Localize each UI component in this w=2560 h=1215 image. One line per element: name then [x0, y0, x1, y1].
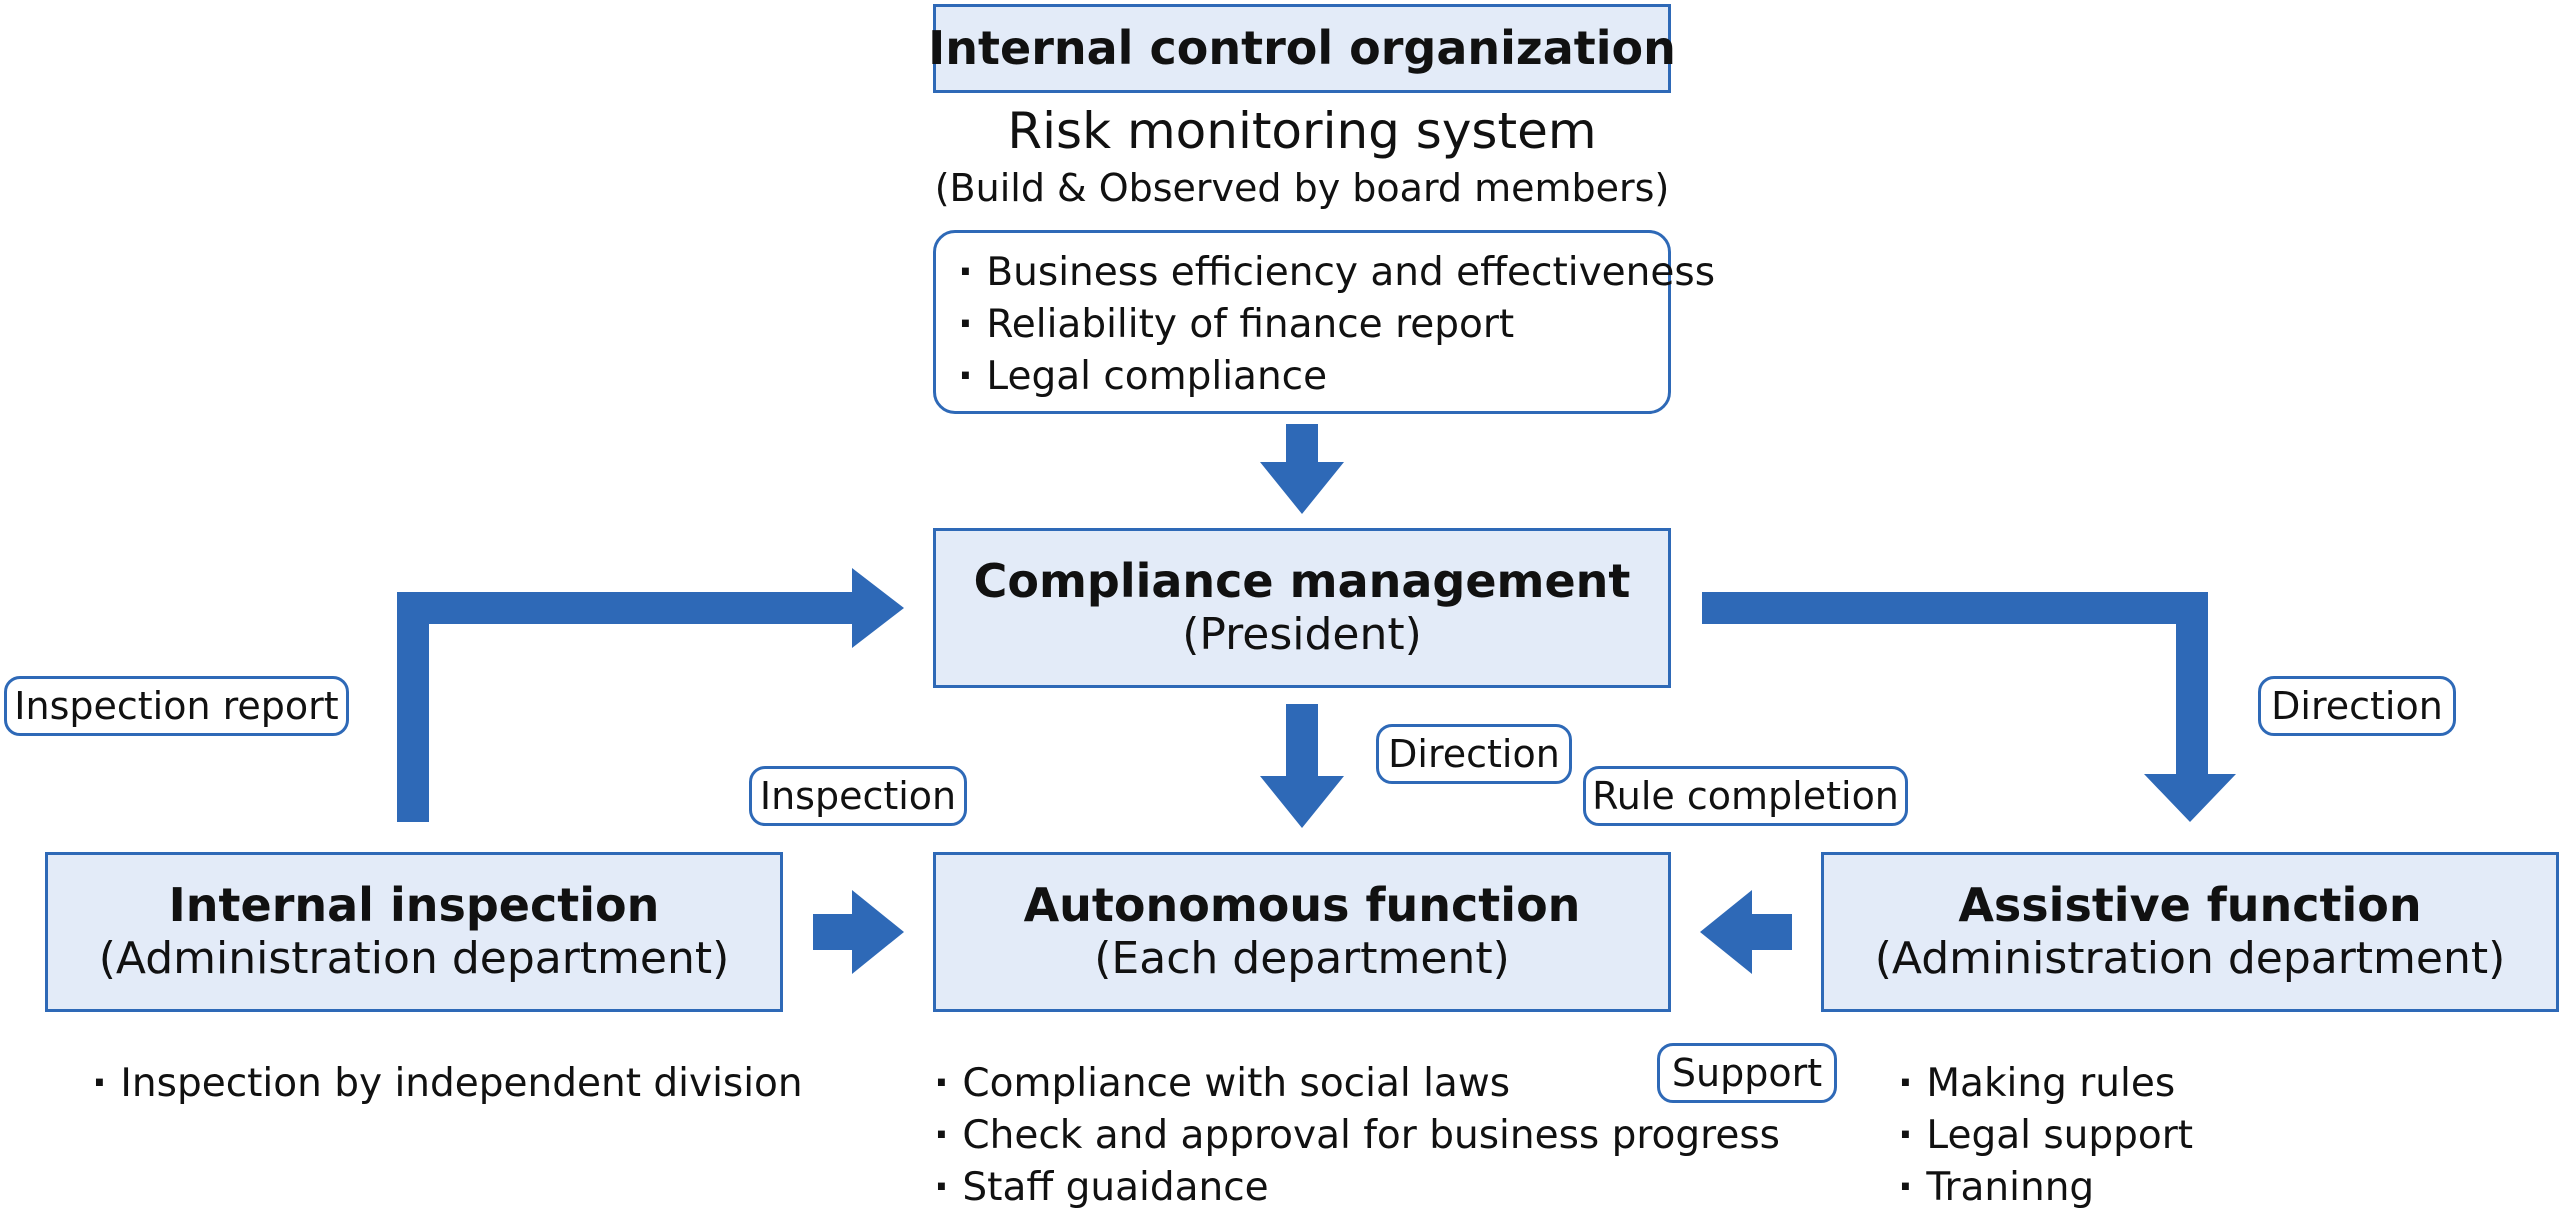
arrow-objectives-to-compliance — [1260, 424, 1344, 514]
list-item: Staff guaidance — [934, 1162, 1780, 1214]
arrow-direction-right — [1702, 592, 2236, 822]
autonomous-function-title: Autonomous function — [1023, 878, 1581, 932]
assistive-function-list: Making rules Legal support Traninng — [1898, 1058, 2193, 1214]
internal-inspection-list: Inspection by independent division — [92, 1058, 802, 1110]
internal-control-organization-title: Internal control organization — [928, 20, 1676, 75]
arrow-inspection-report — [397, 568, 904, 822]
list-item: Reliability of finance report — [958, 299, 1650, 351]
list-item: Check and approval for business progress — [934, 1110, 1780, 1162]
assistive-function-sub: (Administration department) — [1874, 933, 2506, 985]
control-objectives-box: Business efficiency and effectiveness Re… — [933, 230, 1715, 414]
direction-center-label: Direction — [1376, 724, 1572, 784]
support-label: Support — [1657, 1043, 1837, 1103]
list-item: Inspection by independent division — [92, 1058, 802, 1110]
inspection-report-label: Inspection report — [4, 676, 349, 736]
arrow-compliance-to-autonomous — [1260, 704, 1344, 828]
rule-completion-label: Rule completion — [1583, 766, 1908, 826]
list-item: Legal support — [1898, 1110, 2193, 1162]
internal-inspection-title: Internal inspection — [168, 878, 660, 932]
list-item: Making rules — [1898, 1058, 2193, 1110]
internal-inspection-box: Internal inspection (Administration depa… — [45, 852, 783, 1012]
assistive-function-title: Assistive function — [1958, 878, 2422, 932]
direction-right-label: Direction — [2258, 676, 2456, 736]
assistive-function-box: Assistive function (Administration depar… — [1821, 852, 2559, 1012]
list-item: Business efficiency and effectiveness — [958, 247, 1715, 299]
autonomous-function-list: Compliance with social laws Check and ap… — [934, 1058, 1780, 1214]
list-item: Traninng — [1898, 1162, 2193, 1214]
internal-inspection-sub: (Administration department) — [98, 933, 730, 985]
compliance-management-box: Compliance management (President) — [933, 528, 1671, 688]
autonomous-function-sub: (Each department) — [1094, 933, 1510, 985]
internal-control-organization-box: Internal control organization — [928, 4, 1676, 93]
arrow-support-to-autonomous — [1700, 890, 1792, 974]
autonomous-function-box: Autonomous function (Each department) — [933, 852, 1671, 1012]
compliance-management-sub: (President) — [1182, 609, 1422, 661]
inspection-label: Inspection — [749, 766, 967, 826]
risk-monitoring-system-subtitle: (Build & Observed by board members) — [934, 166, 1670, 210]
arrow-inspection-to-autonomous — [813, 890, 904, 974]
list-item: Compliance with social laws — [934, 1058, 1780, 1110]
risk-monitoring-system-title: Risk monitoring system — [1007, 102, 1597, 160]
list-item: Legal compliance — [958, 351, 1650, 403]
compliance-management-title: Compliance management — [973, 554, 1631, 608]
control-objectives-list: Business efficiency and effectiveness Re… — [958, 247, 1715, 403]
